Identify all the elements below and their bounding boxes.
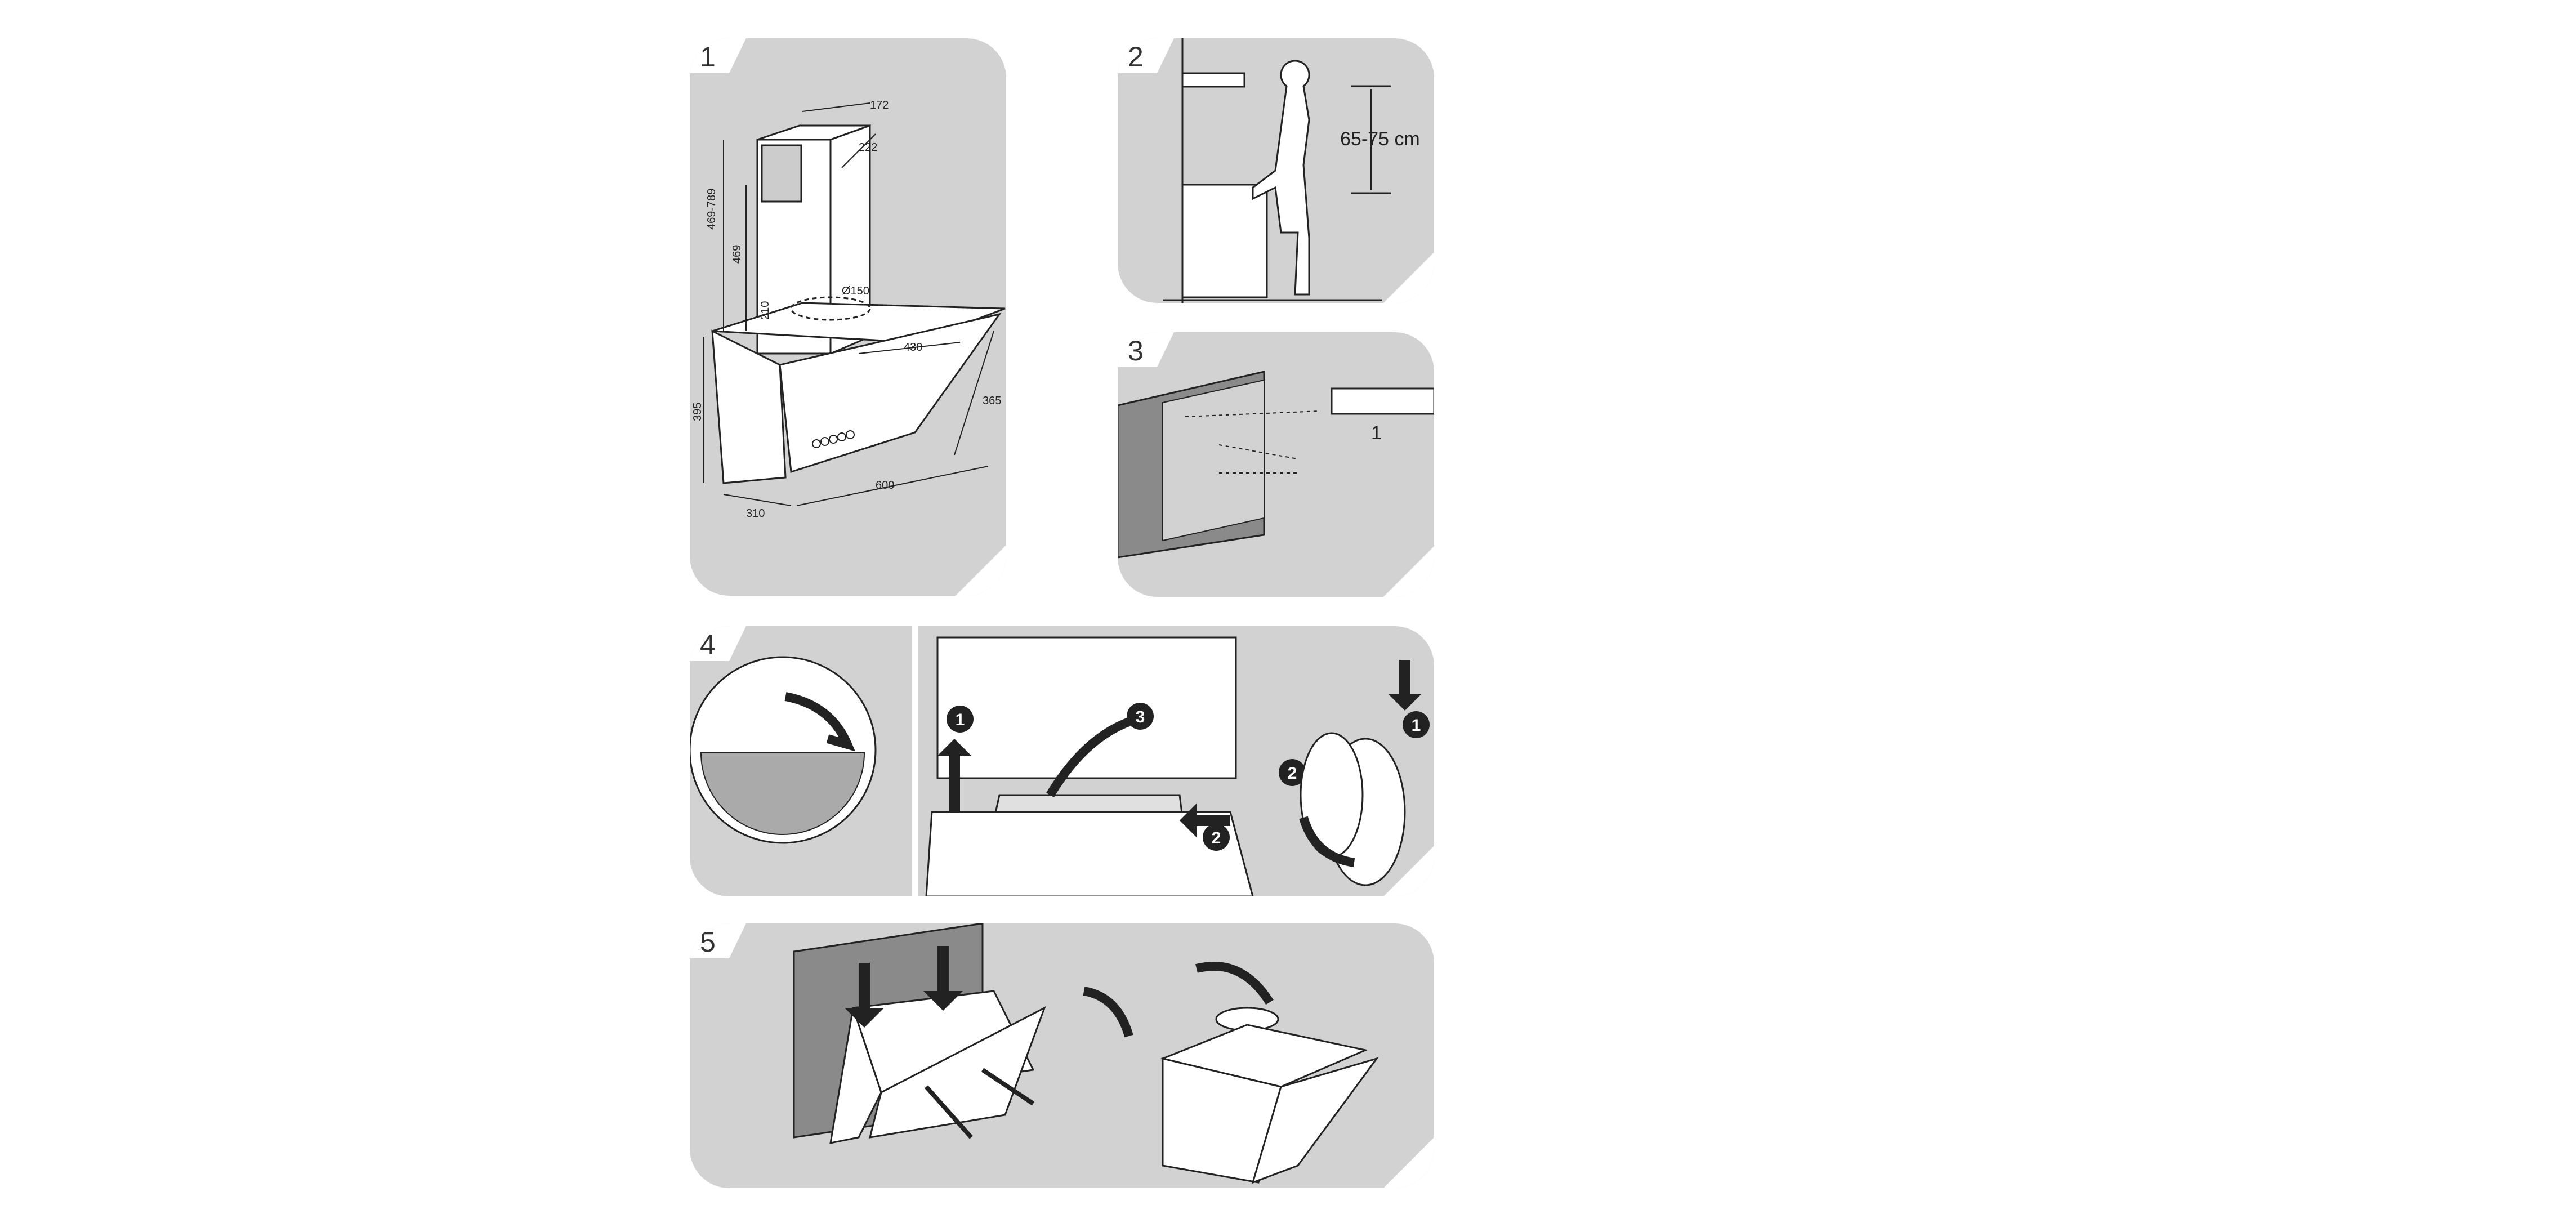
dim-label: 469-789 [706,189,718,230]
dim-label: 222 [859,141,877,154]
step-3-number: 3 [1128,335,1144,367]
hood-glass [1251,1057,1379,1184]
person-silhouette [1252,60,1310,296]
step-4-number: 4 [700,629,716,660]
hood-body [1162,1057,1282,1184]
chimney-vent [761,144,802,203]
wall-bracket-drawing: 1 [1118,371,1434,559]
callout-2b [1279,759,1306,786]
bracket-label: 1 [1371,422,1382,444]
step-5-panel: 5 [690,923,1434,1188]
hood-body [925,811,1254,896]
dim-label: Ø150 [842,285,869,297]
dim-label: 210 [759,301,771,320]
dim-label: 395 [691,403,704,421]
rotate-arrow [1083,987,1133,1038]
callout-2-text: 2 [1212,829,1221,847]
hang-arrow [845,963,884,1028]
height-label: 65-75 cm [1340,128,1420,150]
filter-installation-drawing: 1 2 3 1 2 [690,626,1430,896]
step-1-number: 1 [700,41,716,73]
callout-1b-text: 1 [1412,716,1421,735]
callout-3-text: 3 [1136,708,1145,726]
step-1-badge: 1 [690,38,746,73]
rotate-arrow [784,692,855,752]
hood-panel [936,636,1237,779]
twist-arrow [1299,816,1355,867]
callout-2b-text: 2 [1288,764,1297,783]
dim-label: 430 [904,341,922,354]
dim-line [802,102,870,112]
control-button [829,435,838,444]
control-button [820,437,829,446]
lift-arrow [937,739,971,812]
callout-3 [1127,703,1154,730]
hood-side [711,329,787,484]
push-arrow [1180,804,1230,837]
step-4-panel: 4 1 2 3 1 2 [690,626,1434,896]
hood-glass [779,313,1002,473]
step-2-number: 2 [1128,41,1144,73]
step-1-panel: 1 [690,38,1006,596]
control-button [846,430,855,439]
dim-label: 172 [870,99,889,111]
control-button [837,432,846,441]
step-3-panel: 3 1 [1118,332,1434,597]
callout-1-text: 1 [956,711,965,729]
duct-outline [790,296,871,321]
tilt-arrow [1046,717,1131,798]
callout-1b [1403,711,1430,738]
wall-mounting-area [1162,379,1265,542]
step-2-panel: 2 65-75 cm [1118,38,1434,303]
backdraft-flap [700,752,865,835]
screwdriver [981,1068,1035,1106]
dim-line [723,494,792,506]
dim-line [796,466,989,506]
dim-label: 469 [731,245,743,264]
callout-1 [947,706,974,733]
screwdriver [925,1085,973,1139]
dim-line [858,342,961,354]
dim-label: 600 [876,479,894,492]
hood-mounting-drawing [793,923,1379,1184]
dim-line [954,331,994,456]
rotate-arrow [1195,962,1274,1005]
press-arrow [1388,660,1422,711]
hood-side [829,1007,882,1144]
dim-line [841,133,876,168]
mounting-bracket [1331,387,1434,415]
dim-label: 365 [983,395,1001,407]
dim-label: 310 [746,507,765,520]
hood-dimension-drawing: 172 222 469-789 469 Ø150 210 430 395 310… [691,99,1006,520]
callout-2 [1203,824,1230,851]
cooktop-cabinet [1181,184,1268,298]
hang-arrow [923,946,963,1011]
hood-shelf [1181,72,1245,88]
control-button [812,439,821,448]
step-5-number: 5 [700,926,716,958]
drill-guide [1185,410,1321,417]
hood-glass [868,1006,1046,1139]
installation-height-drawing: 65-75 cm [1163,38,1420,303]
